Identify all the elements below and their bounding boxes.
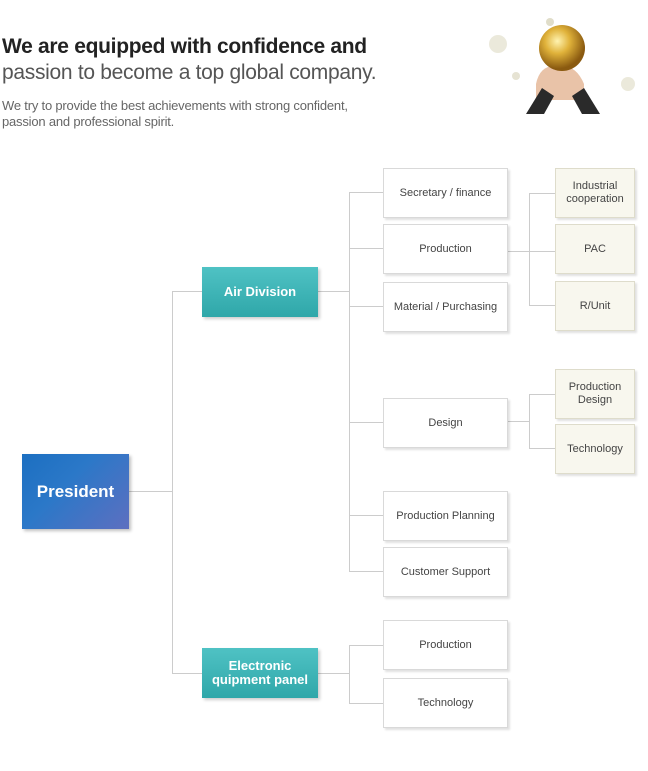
electronic-panel-label-2: quipment panel xyxy=(211,672,309,687)
unit-industrial-cooperation-line-1: Industrial xyxy=(572,180,618,192)
dept-material-purchasing: Material / Purchasing xyxy=(383,282,508,332)
unit-pac: PAC xyxy=(555,224,635,274)
unit-technology: Technology xyxy=(555,424,635,474)
dept-production: Production xyxy=(383,224,508,274)
unit-r-unit: R/Unit xyxy=(555,281,635,331)
subtitle-line-1: We try to provide the best achievements … xyxy=(2,98,348,113)
unit-production-design-line-1: Production xyxy=(568,381,622,393)
headline-line-1: We are equipped with confidence and xyxy=(2,35,367,58)
unit-production-design-line-2: Design xyxy=(577,394,613,406)
page-headline: We are equipped with confidence and pass… xyxy=(2,34,377,86)
dept-production-planning: Production Planning xyxy=(383,491,508,541)
globe-hands-image xyxy=(489,18,635,114)
dept-design: Design xyxy=(383,398,508,448)
president-node: President xyxy=(22,454,129,529)
subtitle-line-2: passion and professional spirit. xyxy=(2,114,175,129)
electronic-panel-node: Electronic quipment panel xyxy=(202,648,318,698)
dept-secretary-finance: Secretary / finance xyxy=(383,168,508,218)
electronic-panel-label-1: Electronic xyxy=(228,658,292,673)
elec-dept-production: Production xyxy=(383,620,508,670)
page-subtitle: We try to provide the best achievements … xyxy=(2,98,348,130)
elec-dept-technology: Technology xyxy=(383,678,508,728)
air-division-node: Air Division xyxy=(202,267,318,317)
unit-industrial-cooperation: Industrial cooperation xyxy=(555,168,635,218)
headline-line-2: passion to become a top global company. xyxy=(2,61,377,84)
unit-industrial-cooperation-line-2: cooperation xyxy=(566,193,624,205)
dept-customer-support: Customer Support xyxy=(383,547,508,597)
unit-production-design: Production Design xyxy=(555,369,635,419)
